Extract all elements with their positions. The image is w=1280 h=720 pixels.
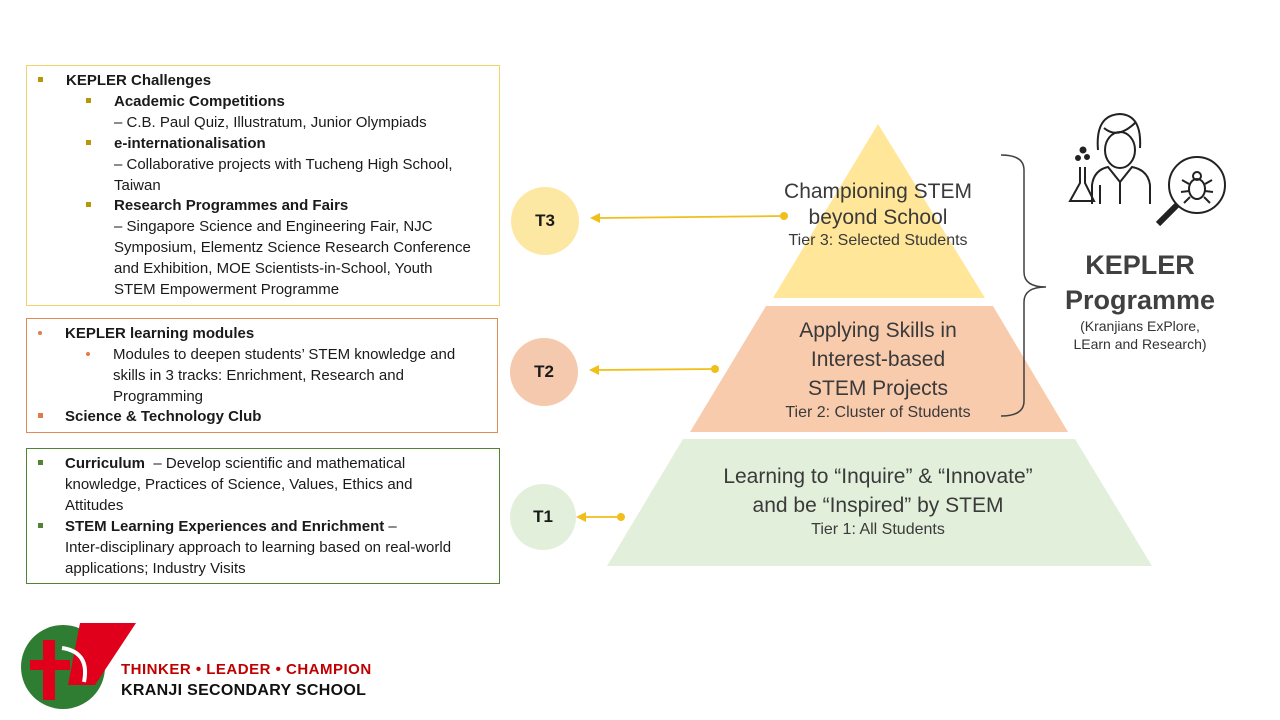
e-internationalisation-text: Taiwan bbox=[114, 177, 161, 194]
curriculum-text: Attitudes bbox=[65, 497, 124, 514]
bullet bbox=[86, 98, 91, 103]
tier2-main-text: Applying Skills in bbox=[799, 319, 957, 342]
kepler-title-line: KEPLER bbox=[1085, 250, 1195, 280]
stem-experiences-text: applications; Industry Visits bbox=[65, 560, 246, 577]
bullet bbox=[38, 77, 43, 82]
bullet bbox=[86, 202, 91, 207]
tier3-sub-text: Tier 3: Selected Students bbox=[788, 232, 968, 249]
research-programmes-text: STEM Empowerment Programme bbox=[114, 281, 340, 298]
scientist-icon bbox=[1091, 112, 1151, 204]
kepler-sub-line: LEarn and Research) bbox=[1073, 336, 1207, 352]
tier1-label: Learning to “Inquire” & “Innovate” and b… bbox=[660, 462, 1096, 540]
tier3-main-text: Championing STEM bbox=[784, 180, 972, 203]
e-internationalisation-title: e-internationalisation bbox=[114, 135, 266, 152]
tier3-label: Championing STEM beyond School Tier 3: S… bbox=[760, 179, 996, 251]
school-logo bbox=[21, 623, 136, 709]
research-programmes-text: – Singapore Science and Engineering Fair… bbox=[114, 218, 433, 235]
curriculum-title: Curriculum bbox=[65, 455, 146, 472]
school-name: KRANJI SECONDARY SCHOOL bbox=[121, 682, 367, 699]
curriculum-text: – Develop scientific and mathematical bbox=[153, 455, 406, 472]
tier3-pyramid-segment bbox=[773, 124, 985, 298]
research-programmes-title: Research Programmes and Fairs bbox=[114, 197, 349, 214]
tier2-sub-text: Tier 2: Cluster of Students bbox=[785, 404, 971, 421]
academic-competitions-text: – C.B. Paul Quiz, Illustratum, Junior Ol… bbox=[114, 114, 427, 131]
tier2-pyramid-segment bbox=[690, 306, 1068, 432]
learning-modules-text: Modules to deepen students’ STEM knowled… bbox=[113, 346, 456, 363]
research-programmes-text: Symposium, Elementz Science Research Con… bbox=[114, 239, 471, 256]
kepler-sub-line: (Kranjians ExPlore, bbox=[1080, 318, 1200, 334]
learning-modules-text: Programming bbox=[113, 388, 204, 405]
tier2-arrow bbox=[589, 365, 719, 375]
tier1-sub-text: Tier 1: All Students bbox=[811, 521, 945, 538]
beaker-icon bbox=[1068, 146, 1096, 202]
tier3-main-text: beyond School bbox=[808, 206, 948, 229]
tier1-pyramid-segment bbox=[607, 439, 1152, 566]
curriculum-line: Curriculum – Develop scientific and math… bbox=[65, 453, 405, 474]
tier1-badge: T1 bbox=[510, 484, 576, 550]
magnifier-bug-icon bbox=[1155, 156, 1226, 227]
curriculum-text: knowledge, Practices of Science, Values,… bbox=[65, 476, 413, 493]
stem-experiences-dash: – bbox=[388, 518, 397, 535]
tier3-badge: T3 bbox=[511, 187, 579, 255]
bullet bbox=[86, 352, 90, 356]
tier1-activities-box bbox=[26, 448, 500, 584]
research-programmes-text: and Exhibition, MOE Scientists-in-School… bbox=[114, 260, 433, 277]
tier2-main-text: Interest-based bbox=[810, 348, 946, 371]
kepler-title-line: Programme bbox=[1064, 285, 1216, 315]
stem-experiences-title: STEM Learning Experiences and Enrichment bbox=[65, 518, 385, 535]
tier1-main-text: Learning to “Inquire” & “Innovate” bbox=[723, 465, 1033, 488]
tier2-main-text: STEM Projects bbox=[807, 377, 949, 400]
tier3-activities-box bbox=[26, 65, 500, 306]
kepler-programme-title: KEPLER Programme bbox=[1060, 248, 1220, 318]
bullet bbox=[38, 523, 43, 528]
science-technology-club: Science & Technology Club bbox=[65, 408, 262, 425]
academic-competitions-title: Academic Competitions bbox=[114, 93, 285, 110]
stem-experiences-line: STEM Learning Experiences and Enrichment… bbox=[65, 516, 397, 537]
stem-experiences-text: Inter-disciplinary approach to learning … bbox=[65, 539, 452, 556]
e-internationalisation-text: – Collaborative projects with Tucheng Hi… bbox=[114, 156, 453, 173]
tier1-arrow bbox=[576, 512, 625, 522]
kepler-programme-subtitle: (Kranjians ExPlore, LEarn and Research) bbox=[1060, 317, 1220, 353]
bullet bbox=[38, 413, 43, 418]
tier2-label: Applying Skills in Interest-based STEM P… bbox=[740, 316, 1016, 423]
school-motto: THINKER • LEADER • CHAMPION bbox=[121, 661, 372, 678]
bullet bbox=[86, 140, 91, 145]
kepler-learning-modules-heading: KEPLER learning modules bbox=[65, 325, 255, 342]
learning-modules-text: skills in 3 tracks: Enrichment, Research… bbox=[113, 367, 404, 384]
tier2-activities-box bbox=[26, 318, 498, 433]
bullet bbox=[38, 331, 42, 335]
tier2-badge: T2 bbox=[510, 338, 578, 406]
bullet bbox=[38, 460, 43, 465]
tier3-arrow bbox=[590, 212, 788, 223]
tier1-main-text: and be “Inspired” by STEM bbox=[752, 494, 1004, 517]
curly-brace-icon bbox=[1000, 154, 1047, 417]
kepler-challenges-heading: KEPLER Challenges bbox=[66, 72, 212, 89]
